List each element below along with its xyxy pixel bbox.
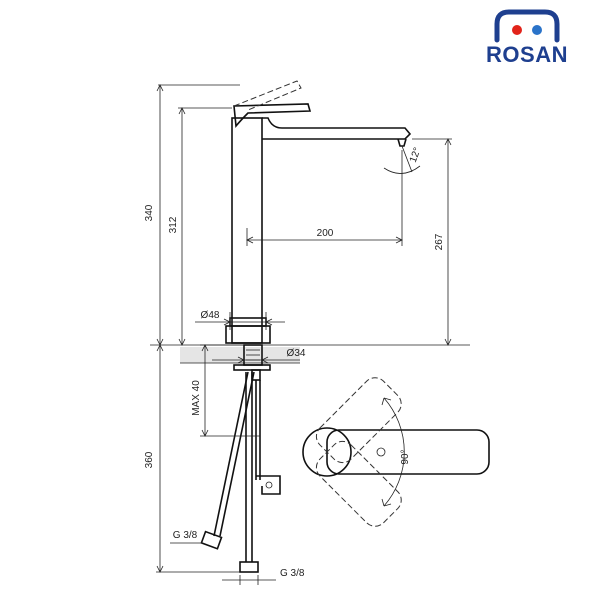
dim-total-height-label: 340 <box>144 204 155 221</box>
handle-rotation-label: 90° <box>400 449 411 464</box>
countertop <box>150 344 470 364</box>
mounting-assembly <box>200 344 281 573</box>
dim-thread-diameter: Ø34 <box>212 348 306 364</box>
dim-hose-thread-bottom: G 3/8 <box>222 568 305 585</box>
handle-top-view: 90° <box>302 377 490 527</box>
dim-spout-angle-label: 12° <box>408 146 424 164</box>
dim-body-height-label: 312 <box>168 216 179 233</box>
dim-base-diameter: Ø48 <box>195 310 285 330</box>
logo-blue-dot-icon <box>532 25 542 35</box>
dim-hose-thread-bottom-label: G 3/8 <box>280 568 305 579</box>
dim-hose-length: 360 <box>144 344 240 573</box>
faucet-body <box>225 80 412 344</box>
dim-hose-thread-left: G 3/8 <box>170 530 203 544</box>
dim-spout-height: 267 <box>412 138 452 346</box>
brand-name: ROSAN <box>486 42 568 67</box>
dim-base-diameter-label: Ø48 <box>201 310 220 321</box>
dim-spout-reach-label: 200 <box>317 228 334 239</box>
logo-arc-icon <box>494 9 560 43</box>
dim-max-thickness: MAX 40 <box>191 344 260 437</box>
logo-red-dot-icon <box>512 25 522 35</box>
dim-spout-height-label: 267 <box>434 233 445 250</box>
dim-max-thickness-label: MAX 40 <box>191 380 202 416</box>
dim-total-height: 340 <box>144 84 240 346</box>
dim-spout-angle: 12° <box>383 145 424 174</box>
dim-spout-reach: 200 <box>246 150 403 246</box>
dim-thread-diameter-label: Ø34 <box>287 348 306 359</box>
dim-body-height: 312 <box>168 107 232 346</box>
handle-lifted-ghost <box>233 80 302 111</box>
dim-hose-length-label: 360 <box>144 451 155 468</box>
brand-logo: ROSAN <box>486 9 568 67</box>
dim-hose-thread-left-label: G 3/8 <box>173 530 198 541</box>
